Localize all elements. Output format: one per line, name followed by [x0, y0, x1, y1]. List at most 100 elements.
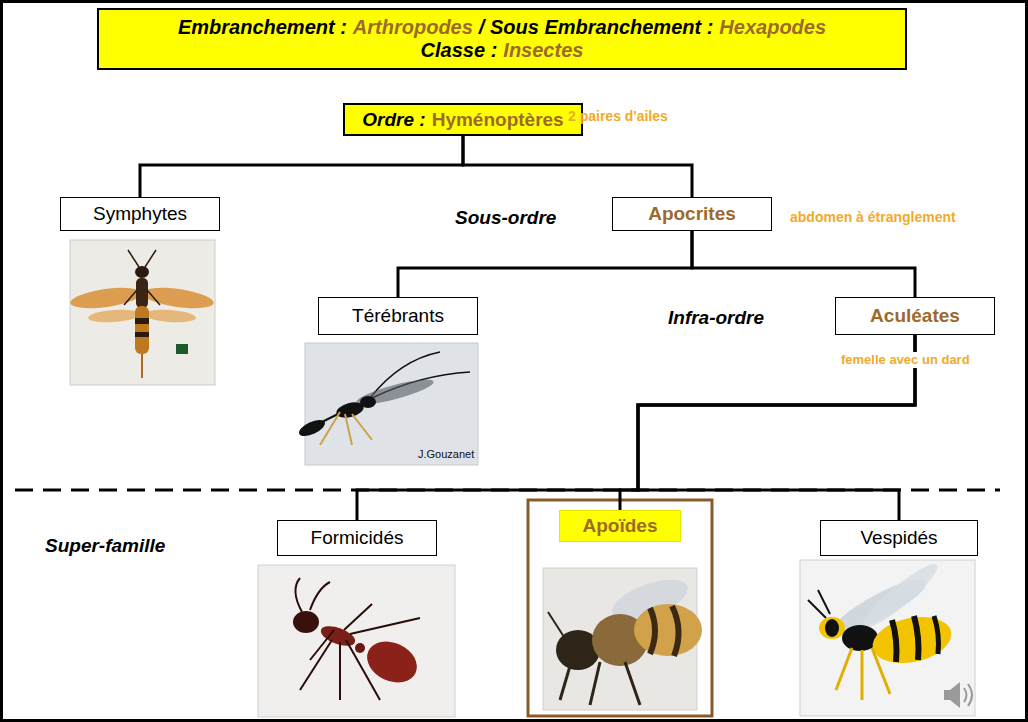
illustration-part	[135, 332, 149, 337]
highlight-frame	[528, 500, 712, 716]
ant-photo	[258, 565, 455, 717]
taxon-name: Térébrants	[352, 305, 444, 327]
taxon-name: Formicidés	[311, 527, 404, 549]
text-line: Térébrants	[349, 305, 447, 327]
illustration-part	[318, 622, 357, 649]
illustration-part	[350, 618, 420, 634]
illustration-part	[346, 640, 380, 700]
illustration-part	[968, 684, 972, 706]
order-box: Ordre : Hyménoptères	[343, 103, 583, 136]
illustration-part	[825, 619, 839, 637]
illustration-part	[352, 414, 372, 440]
illustration-part	[144, 308, 197, 324]
illustration-part	[124, 290, 137, 305]
text-line: Embranchement :Arthropodes/ Sous Embranc…	[175, 16, 829, 39]
taxon-name: Arthropodes	[353, 16, 473, 39]
illustration-part	[800, 560, 975, 716]
illustration-part	[944, 690, 950, 700]
illustration-part	[590, 662, 600, 705]
photo-credit: J.Gouzanet	[418, 448, 474, 461]
illustration-part	[934, 616, 939, 654]
illustration-part	[355, 643, 365, 653]
taxon-box: Vespidés	[820, 520, 978, 556]
taxon-box: Symphytes	[60, 197, 220, 231]
tree-connector	[692, 231, 915, 297]
rank-label: Sous-ordre	[455, 207, 556, 230]
illustration-part	[310, 582, 330, 610]
text-line: Symphytes	[90, 203, 190, 225]
illustration-part	[344, 604, 372, 630]
illustration-part	[310, 630, 334, 660]
highlighted-taxon-box: Apoïdes	[559, 510, 681, 542]
bee-photo	[543, 568, 702, 710]
classification-banner: Embranchement :Arthropodes/ Sous Embranc…	[97, 8, 907, 70]
illustration-part	[136, 278, 148, 308]
taxon-name: Symphytes	[93, 203, 187, 225]
illustration-part	[297, 417, 327, 440]
tree-connector	[140, 136, 463, 197]
illustration-part	[892, 620, 897, 662]
illustration-part	[135, 318, 149, 324]
taxon-name: / Sous Embranchement :	[479, 16, 714, 39]
illustration-part	[560, 666, 570, 700]
trait-note: abdomen à étranglement	[790, 209, 956, 226]
tree-connector	[398, 231, 692, 297]
taxon-name: Apocrites	[648, 203, 736, 225]
illustration-part	[625, 662, 640, 705]
tree-connector	[357, 335, 915, 520]
illustration-part	[135, 306, 149, 354]
trait-note: femelle avec un dard	[838, 352, 973, 368]
illustration-part	[345, 414, 352, 445]
rank-label: Super-famille	[45, 535, 165, 558]
taxon-name: Insectes	[503, 39, 583, 62]
text-line: Ordre : Hyménoptères	[359, 109, 566, 131]
illustration-part	[141, 284, 215, 312]
taxon-box: Apocrites	[612, 197, 772, 231]
illustration-part	[339, 642, 341, 700]
illustration-part	[634, 604, 702, 656]
illustration-part	[836, 648, 852, 690]
illustration-part	[355, 375, 436, 409]
ichneumon-photo	[297, 343, 478, 465]
illustration-part	[672, 606, 679, 656]
illustration-part	[135, 266, 149, 278]
illustration-part	[818, 590, 830, 614]
illustration-part	[88, 308, 141, 324]
text-line: Vespidés	[857, 527, 940, 549]
illustration-part	[868, 610, 955, 670]
rank-label: Infra-ordre	[668, 307, 764, 330]
speaker-icon	[944, 682, 972, 708]
illustration-part	[964, 688, 967, 702]
illustration-part	[950, 682, 960, 708]
illustration-part	[335, 400, 366, 421]
sawfly-photo	[69, 240, 215, 385]
illustration-part	[861, 650, 864, 700]
illustration-part	[650, 608, 655, 654]
tree-connector	[463, 136, 692, 197]
illustration-part	[147, 290, 160, 305]
text-line: Aculéates	[867, 305, 963, 327]
text-line: Apocrites	[645, 203, 739, 225]
illustration-part	[300, 640, 332, 690]
taxon-name: Aculéates	[870, 305, 960, 327]
taxon-box: Térébrants	[318, 297, 478, 335]
taxon-name: Ordre :	[362, 109, 425, 131]
illustration-part	[872, 648, 890, 694]
taxon-box: Aculéates	[835, 297, 995, 335]
trait-note: 2 paires d'ailes	[568, 108, 668, 125]
text-line: Apoïdes	[580, 515, 661, 537]
illustration-part	[320, 412, 340, 445]
illustration-part	[145, 250, 156, 267]
text-line: Classe :Insectes	[418, 39, 587, 62]
illustration-part	[141, 354, 143, 378]
taxon-box: Formicidés	[277, 520, 437, 556]
illustration-part	[293, 611, 319, 633]
illustration-part	[842, 625, 878, 651]
taxon-name: Classe :	[421, 39, 498, 62]
illustration-part	[548, 612, 566, 640]
illustration-part	[295, 578, 302, 612]
taxon-name: Vespidés	[860, 527, 937, 549]
taxon-name: Hyménoptères	[432, 109, 564, 131]
